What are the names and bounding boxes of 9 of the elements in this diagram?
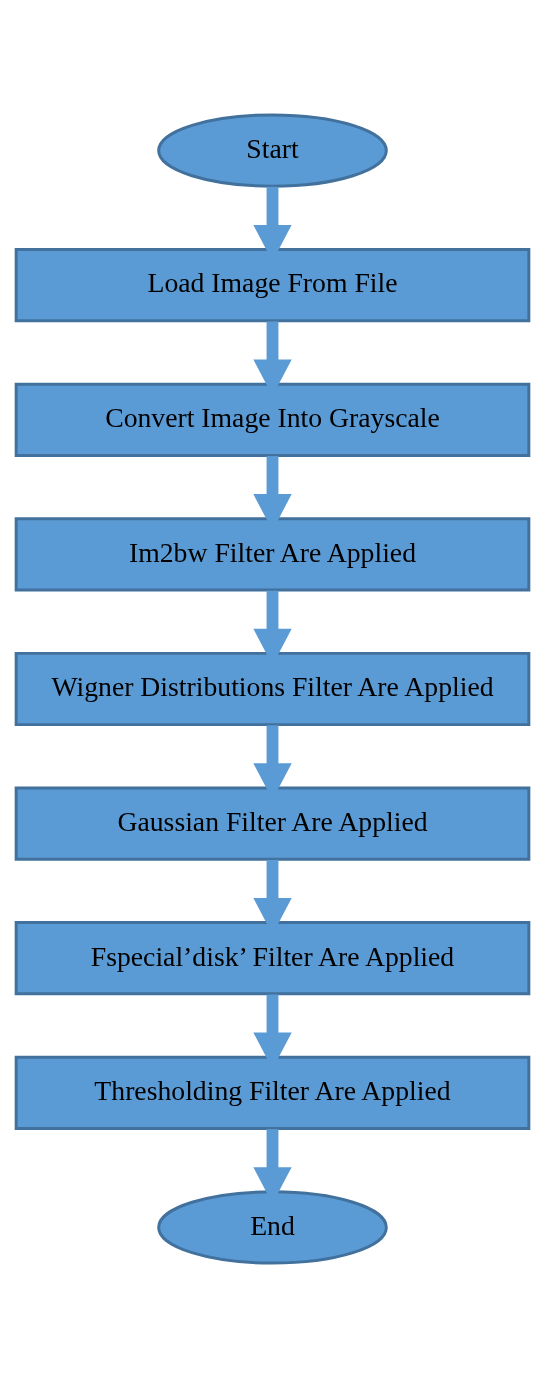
node-box: Convert Image Into Grayscale [14,382,531,457]
node-box: Im2bw Filter Are Applied [14,517,531,592]
node-ellipse: Start [157,113,388,188]
node-box: Wigner Distributions Filter Are Applied [14,651,531,727]
node-box: Thresholding Filter Are Applied [14,1055,531,1130]
node-ellipse: End [157,1190,388,1265]
node-box: Gaussian Filter Are Applied [14,786,531,861]
node-box: Fspecial’disk’ Filter Are Applied [14,921,531,996]
node-box: Load Image From File [14,248,531,323]
